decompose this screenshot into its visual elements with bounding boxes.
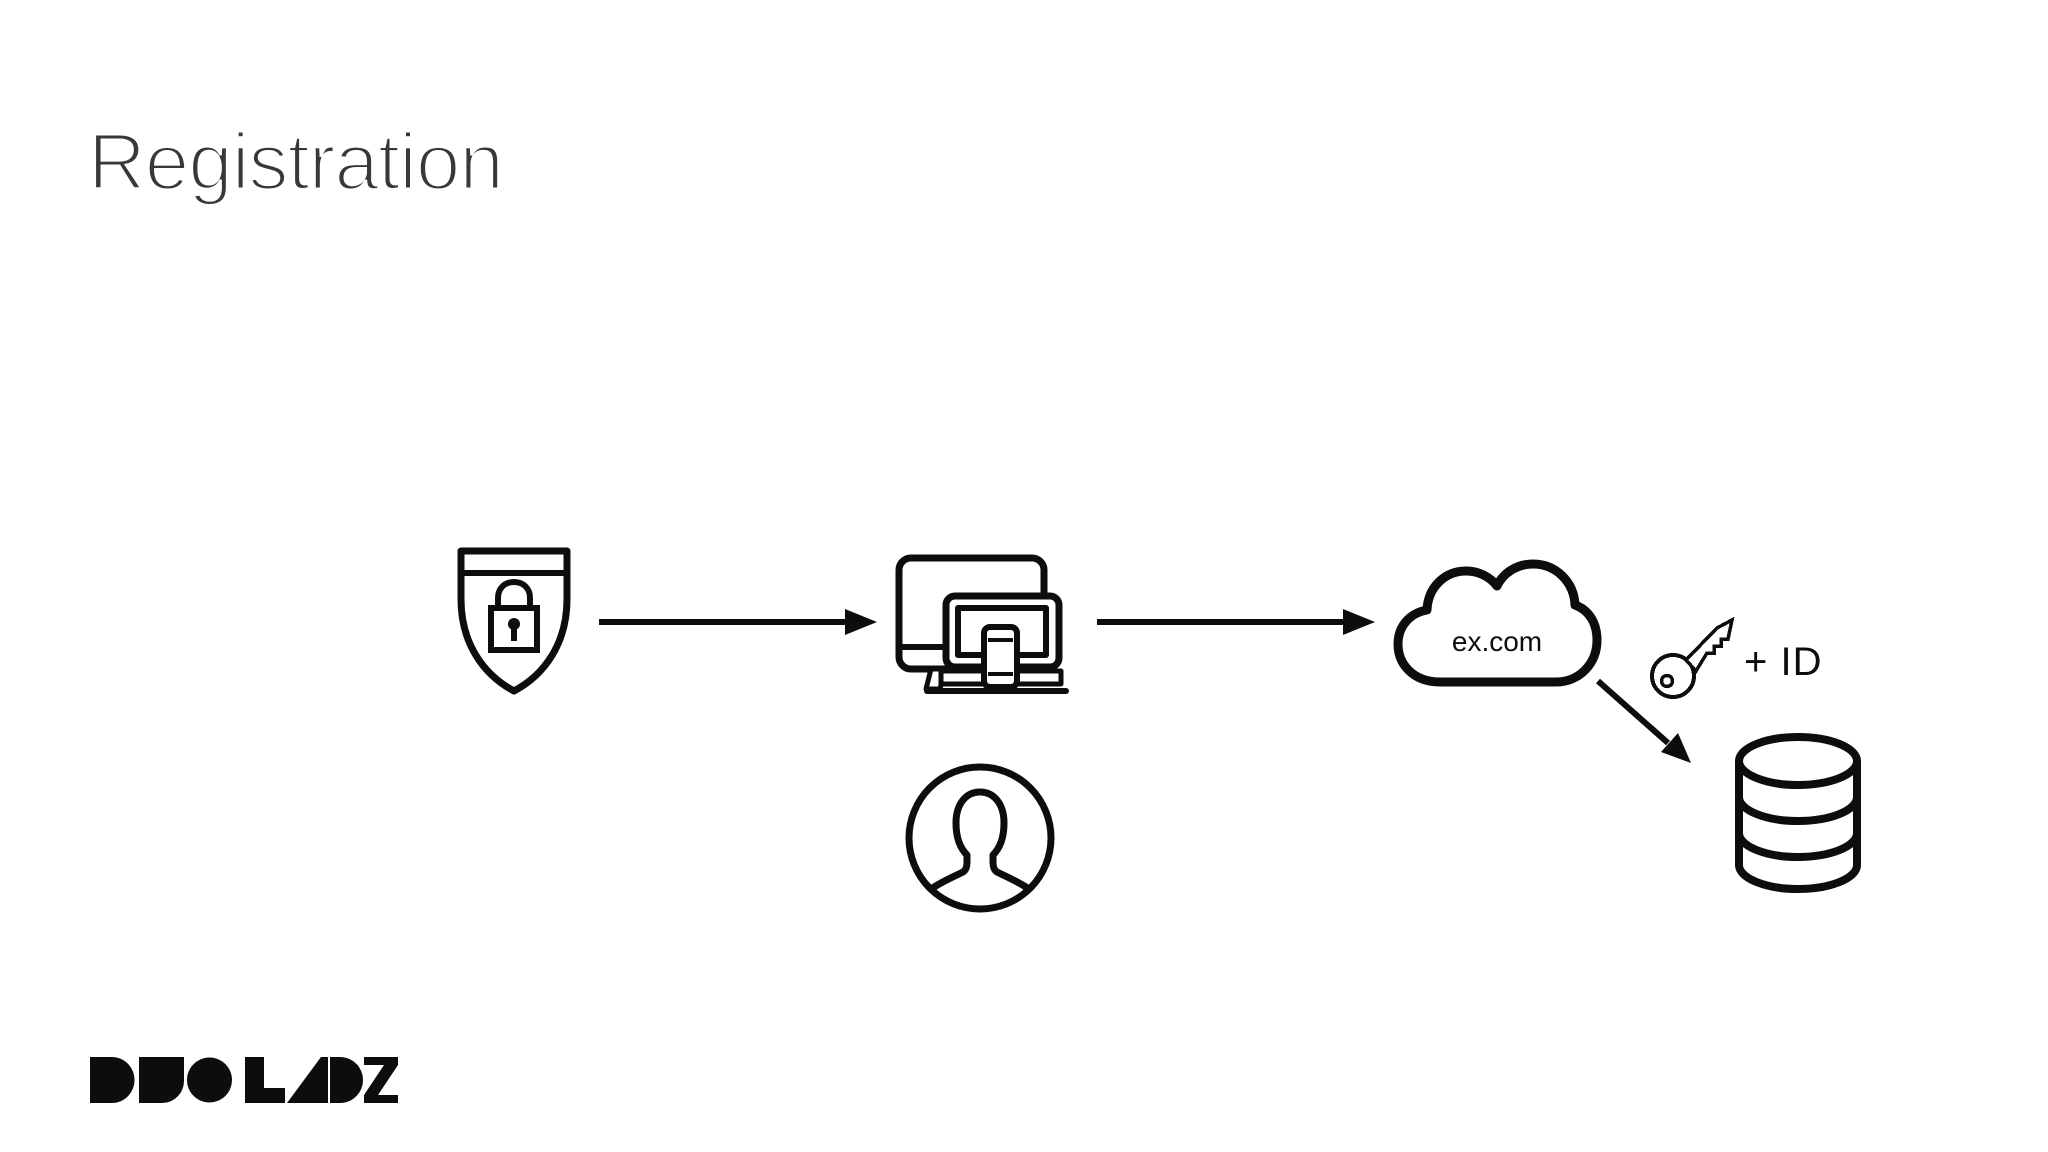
cloud-domain-label: ex.com [1452,626,1542,657]
shield-lock-icon [457,547,571,695]
arrow-devices-to-cloud [1097,609,1375,635]
database-icon [1735,733,1861,893]
key-id-label: + ID [1744,640,1823,684]
cloud-icon: ex.com [1393,559,1602,687]
devices-icon [895,554,1069,694]
arrow-cloud-to-database [1596,678,1691,763]
logo-glyphs [90,1057,398,1103]
lock-glyph [488,578,540,653]
person-icon [905,763,1055,913]
duo-labs-logo: DUO LABS [90,1057,400,1103]
slide-title: Registration [87,116,506,208]
arrow-authenticator-to-devices [599,609,877,635]
key-icon [1650,616,1735,699]
